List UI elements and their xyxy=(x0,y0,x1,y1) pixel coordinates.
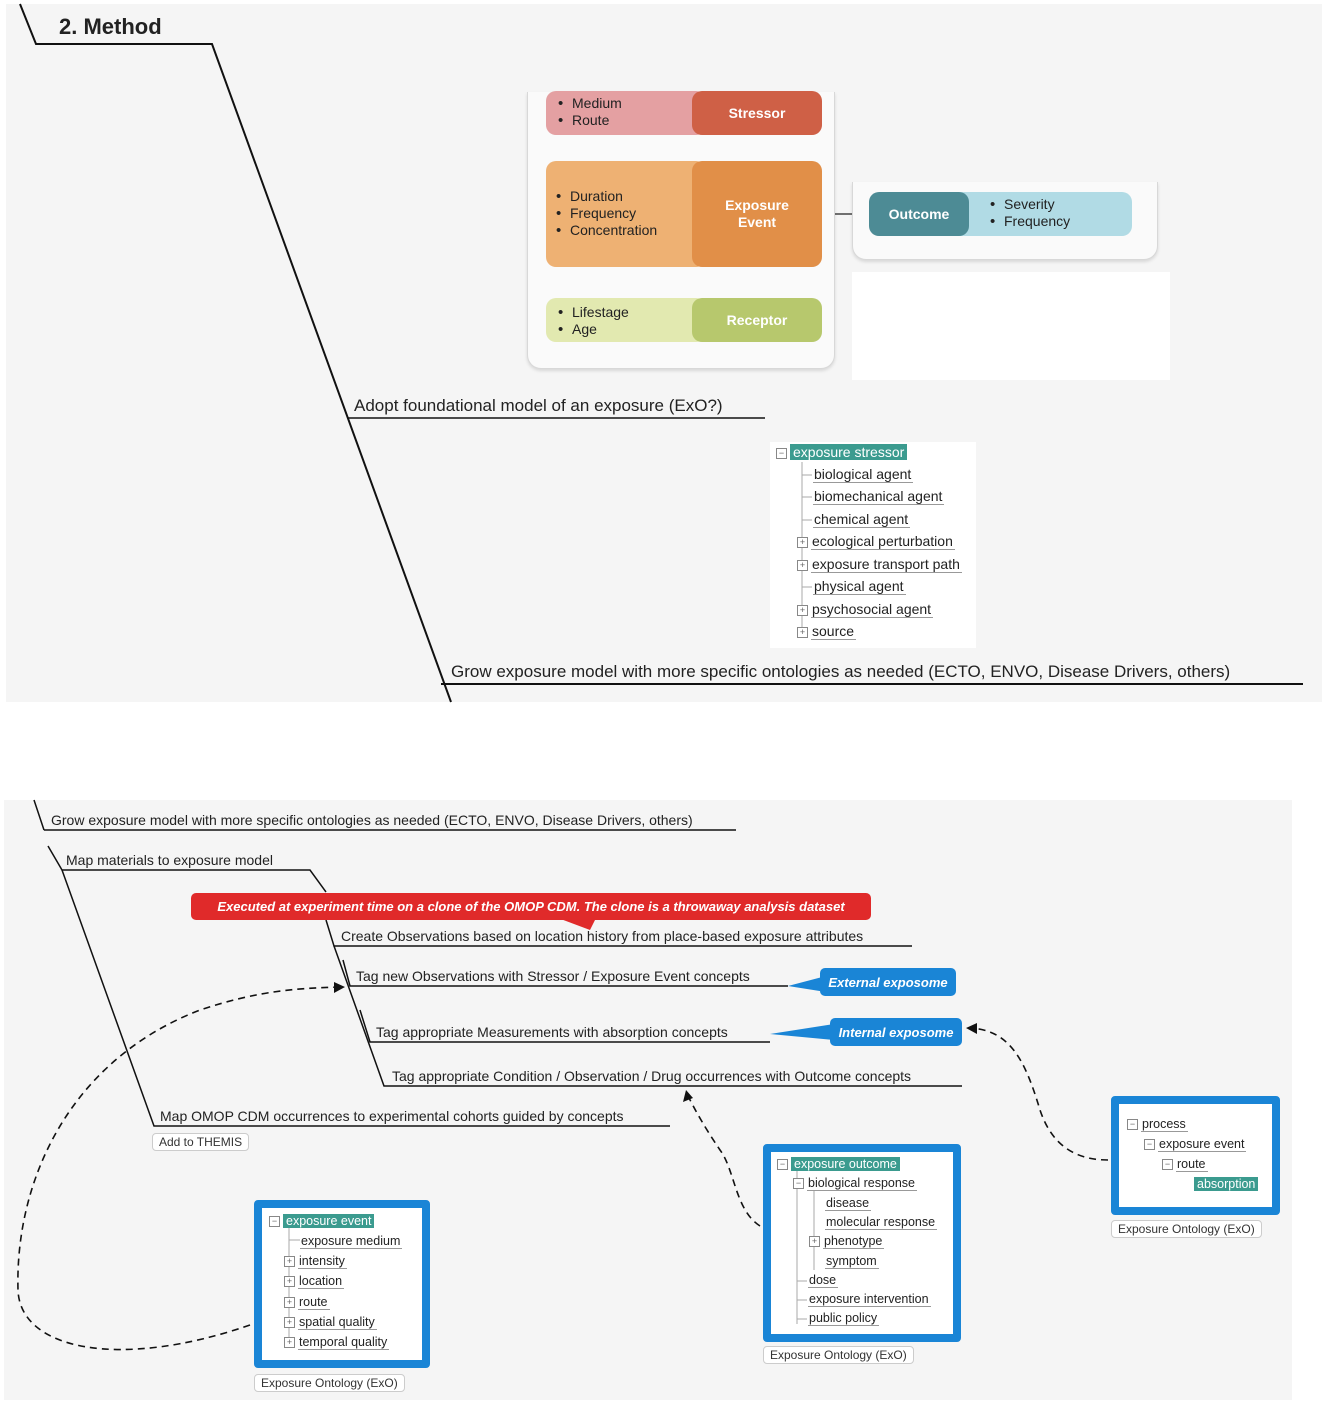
exposure-outcome-ontology-frame: −exposure outcome −biological response d… xyxy=(763,1144,961,1342)
exposure-event-attr-list: Duration Frequency Concentration xyxy=(556,188,657,239)
outcome-tree-caption: Exposure Ontology (ExO) xyxy=(763,1346,914,1364)
stressor-attr: Medium xyxy=(558,95,622,112)
receptor-attr: Age xyxy=(558,321,629,338)
exposure-event-attr: Frequency xyxy=(556,205,657,222)
collapse-icon[interactable]: − xyxy=(793,1178,804,1189)
tree-root[interactable]: −exposure event xyxy=(269,1214,375,1228)
tree-item[interactable]: symptom xyxy=(825,1254,879,1269)
receptor-attr-list: Lifestage Age xyxy=(558,304,629,338)
outcome-attr-list: Severity Frequency xyxy=(990,196,1070,230)
stressor-attr-list: Medium Route xyxy=(558,95,622,129)
tree-root[interactable]: −exposure stressor xyxy=(776,444,908,460)
tree-item[interactable]: exposure intervention xyxy=(808,1292,931,1307)
tree-item[interactable]: disease xyxy=(825,1196,872,1211)
topic-grow-model[interactable]: Grow exposure model with more specific o… xyxy=(451,662,1231,681)
tree-item[interactable]: biological agent xyxy=(813,466,914,483)
topic-map-materials[interactable]: Map materials to exposure model xyxy=(66,852,273,868)
topic-map-omop[interactable]: Map OMOP CDM occurrences to experimental… xyxy=(160,1108,624,1124)
tree-item[interactable]: +location xyxy=(284,1274,345,1289)
tree-guides xyxy=(796,1171,815,1324)
tree-item[interactable]: +intensity xyxy=(284,1254,347,1269)
process-ontology-frame: −process −exposure event −route absorpti… xyxy=(1111,1096,1280,1215)
stressor-node: Stressor xyxy=(692,91,822,135)
tree-item[interactable]: public policy xyxy=(808,1311,880,1326)
tree-root-label: exposure stressor xyxy=(790,444,908,460)
tree-root[interactable]: −exposure outcome xyxy=(777,1157,900,1171)
subtopic-tag-conditions[interactable]: Tag appropriate Condition / Observation … xyxy=(392,1068,912,1084)
tree-item[interactable]: physical agent xyxy=(813,578,906,595)
event-tree-caption: Exposure Ontology (ExO) xyxy=(254,1374,405,1392)
tree-item[interactable]: +exposure transport path xyxy=(797,556,962,573)
subtopic-tag-measurements[interactable]: Tag appropriate Measurements with absorp… xyxy=(376,1024,728,1040)
collapse-icon[interactable]: − xyxy=(1127,1119,1138,1130)
subtopic-tag-new-observations[interactable]: Tag new Observations with Stressor / Exp… xyxy=(356,968,750,984)
tree-item[interactable]: biomechanical agent xyxy=(813,488,945,505)
tree-item[interactable]: absorption xyxy=(1194,1177,1259,1191)
tree-item[interactable]: +ecological perturbation xyxy=(797,533,955,550)
stressor-attr: Route xyxy=(558,112,622,129)
expand-icon[interactable]: + xyxy=(797,537,808,548)
exposure-event-tree: −exposure event exposure medium +intensi… xyxy=(262,1208,422,1360)
tree-item[interactable]: +spatial quality xyxy=(284,1315,377,1330)
callout-executed-note: Executed at experiment time on a clone o… xyxy=(191,893,871,920)
add-to-themis-button[interactable]: Add to THEMIS xyxy=(152,1133,250,1151)
collapse-icon[interactable]: − xyxy=(776,448,787,459)
tree-item[interactable]: −exposure event xyxy=(1144,1137,1247,1152)
outcome-node: Outcome xyxy=(869,192,969,236)
exposure-event-attr: Concentration xyxy=(556,222,657,239)
exposure-event-attr: Duration xyxy=(556,188,657,205)
tree-item[interactable]: −biological response xyxy=(793,1176,918,1191)
expand-icon[interactable]: + xyxy=(284,1317,295,1328)
receptor-node: Receptor xyxy=(692,298,822,342)
exposure-event-node: Exposure Event xyxy=(692,161,822,267)
collapse-icon[interactable]: − xyxy=(1144,1139,1155,1150)
tree-item[interactable]: +route xyxy=(284,1295,330,1310)
collapse-icon[interactable]: − xyxy=(777,1159,788,1170)
tree-item[interactable]: chemical agent xyxy=(813,511,911,528)
tree-item[interactable]: +phenotype xyxy=(809,1234,885,1249)
tree-item[interactable]: dose xyxy=(808,1273,839,1288)
expand-icon[interactable]: + xyxy=(284,1337,295,1348)
subtopic-create-observations[interactable]: Create Observations based on location hi… xyxy=(341,928,864,944)
process-tree: −process −exposure event −route absorpti… xyxy=(1119,1104,1272,1207)
expand-icon[interactable]: + xyxy=(797,627,808,638)
expand-icon[interactable]: + xyxy=(284,1276,295,1287)
tree-item[interactable]: +temporal quality xyxy=(284,1335,390,1350)
collapse-icon[interactable]: − xyxy=(269,1216,280,1227)
topic-grow-model-2[interactable]: Grow exposure model with more specific o… xyxy=(51,812,693,828)
receptor-attr: Lifestage xyxy=(558,304,629,321)
blank-area xyxy=(852,272,1170,380)
outcome-attr: Severity xyxy=(990,196,1070,213)
exposure-outcome-tree: −exposure outcome −biological response d… xyxy=(771,1152,953,1334)
tree-item[interactable]: exposure medium xyxy=(300,1234,403,1249)
expand-icon[interactable]: + xyxy=(797,560,808,571)
tree-item[interactable]: +source xyxy=(797,623,857,640)
method-title: 2. Method xyxy=(59,14,162,39)
callout-internal-exposome: Internal exposome xyxy=(830,1018,962,1046)
exposure-event-ontology-frame: −exposure event exposure medium +intensi… xyxy=(254,1200,430,1368)
expand-icon[interactable]: + xyxy=(809,1236,820,1247)
expand-icon[interactable]: + xyxy=(797,605,808,616)
callout-external-exposome: External exposome xyxy=(820,968,956,996)
tree-item[interactable]: −route xyxy=(1162,1157,1208,1172)
tree-item[interactable]: +psychosocial agent xyxy=(797,601,934,618)
stressor-ontology-tree: −exposure stressor biological agent biom… xyxy=(770,442,976,648)
topic-adopt-model[interactable]: Adopt foundational model of an exposure … xyxy=(354,396,723,415)
tree-root[interactable]: −process xyxy=(1127,1117,1188,1132)
tree-item[interactable]: molecular response xyxy=(825,1215,938,1230)
process-tree-caption: Exposure Ontology (ExO) xyxy=(1111,1220,1262,1238)
expand-icon[interactable]: + xyxy=(284,1297,295,1308)
outcome-attr: Frequency xyxy=(990,213,1070,230)
collapse-icon[interactable]: − xyxy=(1162,1159,1173,1170)
expand-icon[interactable]: + xyxy=(284,1256,295,1267)
